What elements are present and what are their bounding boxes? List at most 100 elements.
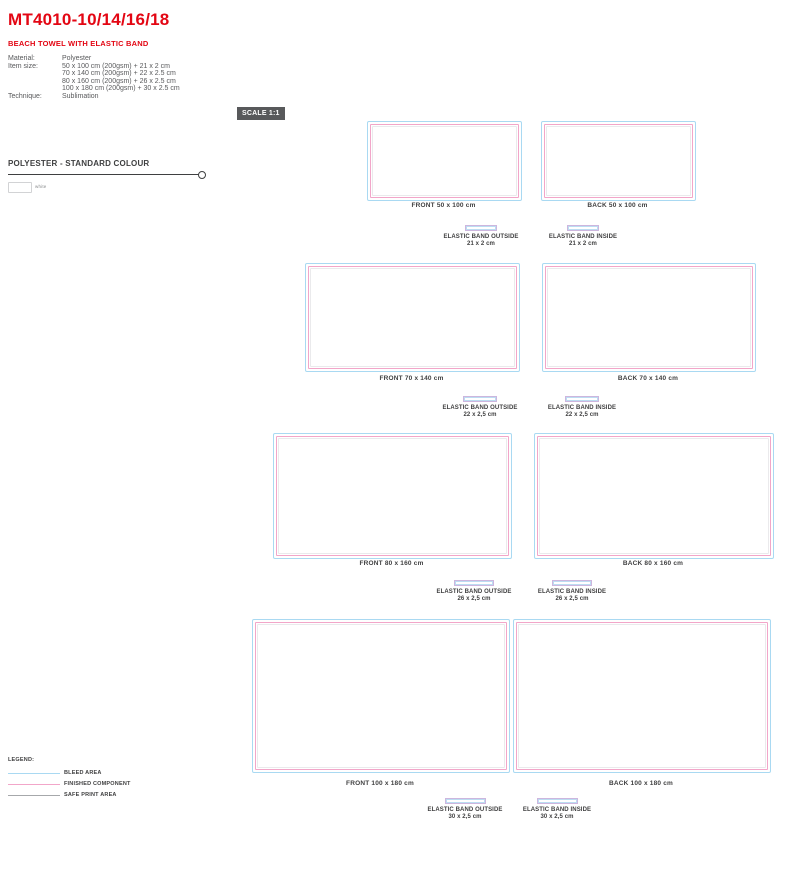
- elastic-band-size: 22 x 2,5 cm: [463, 412, 497, 418]
- elastic-band-outside-group: ELASTIC BAND OUTSIDE 26 x 2,5 cm: [414, 580, 534, 603]
- finished-component-outline: [516, 622, 768, 770]
- elastic-band-size: 26 x 2,5 cm: [555, 596, 589, 602]
- towel-panel-label: FRONT 50 x 100 cm: [411, 202, 476, 209]
- spec-value: 100 x 180 cm (200gsm) + 30 x 2.5 cm: [62, 85, 180, 92]
- spec-row-technique: Technique: Sublimation: [8, 93, 258, 101]
- towel-panel-label: BACK 50 x 100 cm: [587, 202, 648, 209]
- finished-component-outline: [308, 266, 517, 369]
- elastic-band-swatch: [552, 580, 592, 586]
- towel-panel-label: BACK 100 x 180 cm: [608, 780, 674, 787]
- towel-panel-front-100x180: [252, 619, 510, 773]
- elastic-band-swatch-inner: [537, 799, 577, 803]
- rule-end-circle-icon: [198, 170, 206, 179]
- elastic-band-swatch-inner: [445, 799, 485, 803]
- elastic-band-swatch: [454, 580, 494, 586]
- elastic-band-swatch: [465, 225, 497, 231]
- towel-panel-back-80x160: [534, 433, 774, 559]
- elastic-band-inside-group: ELASTIC BAND INSIDE 22 x 2,5 cm: [522, 396, 642, 419]
- legend-title: LEGEND:: [8, 757, 35, 763]
- finished-component-outline: [544, 124, 693, 198]
- elastic-band-inside-group: ELASTIC BAND INSIDE 21 x 2 cm: [523, 225, 643, 248]
- page-title: MT4010-10/14/16/18: [8, 10, 170, 29]
- elastic-band-outside-group: ELASTIC BAND OUTSIDE 21 x 2 cm: [421, 225, 541, 248]
- safe-print-outline: [310, 268, 515, 367]
- elastic-band-swatch: [567, 225, 599, 231]
- legend-label: FINISHED COMPONENT: [64, 781, 131, 787]
- spec-value: 80 x 160 cm (200gsm) + 26 x 2.5 cm: [62, 77, 176, 85]
- elastic-band-size: 30 x 2,5 cm: [448, 814, 482, 820]
- towel-panel-front-50x100: [367, 121, 522, 201]
- elastic-band-swatch-inner: [553, 581, 591, 585]
- elastic-band-title: ELASTIC BAND OUTSIDE: [442, 405, 518, 411]
- finished-component-outline: [276, 436, 509, 556]
- safe-print-outline: [372, 126, 517, 196]
- elastic-band-swatch: [565, 396, 599, 402]
- elastic-band-title: ELASTIC BAND OUTSIDE: [436, 589, 512, 595]
- elastic-band-size: 26 x 2,5 cm: [457, 596, 491, 602]
- legend-safe-line: [8, 795, 60, 796]
- towel-panel-back-70x140: [542, 263, 756, 372]
- elastic-band-inside-group: ELASTIC BAND INSIDE 30 x 2,5 cm: [497, 798, 617, 821]
- towel-panel-label: FRONT 100 x 180 cm: [346, 780, 414, 787]
- towel-panel-front-70x140: [305, 263, 520, 372]
- spec-label: Item size:: [8, 62, 38, 70]
- towel-panel-label: FRONT 80 x 160 cm: [359, 560, 424, 567]
- elastic-band-swatch-inner: [455, 581, 493, 585]
- spec-value: Sublimation: [62, 92, 99, 100]
- elastic-band-swatch: [444, 798, 486, 804]
- spec-value: Polyester: [62, 55, 92, 62]
- elastic-band-inside-group: ELASTIC BAND INSIDE 26 x 2,5 cm: [512, 580, 632, 603]
- spec-value: 50 x 100 cm (200gsm) + 21 x 2 cm: [62, 62, 170, 70]
- towel-panel-back-100x180: [513, 619, 771, 773]
- elastic-band-outside-group: ELASTIC BAND OUTSIDE 22 x 2,5 cm: [420, 396, 540, 419]
- elastic-band-size: 21 x 2 cm: [569, 241, 597, 247]
- elastic-band-title: ELASTIC BAND INSIDE: [548, 234, 618, 240]
- spec-value: 70 x 140 cm (200gsm) + 22 x 2.5 cm: [62, 70, 176, 77]
- safe-print-outline: [546, 126, 691, 196]
- towel-panel-front-80x160: [273, 433, 512, 559]
- elastic-band-swatch: [463, 396, 497, 402]
- finished-component-outline: [370, 124, 519, 198]
- elastic-band-outside-group: ELASTIC BAND OUTSIDE 30 x 2,5 cm: [405, 798, 525, 821]
- elastic-band-size: 30 x 2,5 cm: [540, 814, 574, 820]
- legend-bleed-line: [8, 773, 60, 774]
- page-subtitle: BEACH TOWEL WITH ELASTIC BAND: [8, 39, 149, 48]
- elastic-band-title: ELASTIC BAND INSIDE: [522, 807, 592, 813]
- elastic-band-title: ELASTIC BAND INSIDE: [547, 405, 617, 411]
- scale-badge: SCALE 1:1: [237, 107, 285, 120]
- legend-finished-line: [8, 784, 60, 785]
- elastic-band-size: 22 x 2,5 cm: [565, 412, 599, 418]
- safe-print-outline: [278, 438, 507, 554]
- colour-swatch-label: white: [35, 184, 47, 189]
- finished-component-outline: [255, 622, 507, 770]
- spec-row-item-size: Item size: 50 x 100 cm (200gsm) + 21 x 2…: [8, 63, 258, 93]
- colour-section-heading: POLYESTER - STANDARD COLOUR: [8, 159, 150, 168]
- product-specs: Material: Polyester Item size: 50 x 100 …: [8, 55, 258, 100]
- legend-label: BLEED AREA: [64, 770, 102, 776]
- finished-component-outline: [545, 266, 753, 369]
- safe-print-outline: [257, 624, 505, 768]
- legend-label: SAFE PRINT AREA: [64, 792, 117, 798]
- elastic-band-title: ELASTIC BAND OUTSIDE: [427, 807, 503, 813]
- towel-panel-back-50x100: [541, 121, 696, 201]
- spec-row-material: Material: Polyester: [8, 55, 258, 63]
- safe-print-outline: [547, 268, 751, 367]
- elastic-band-size: 21 x 2 cm: [467, 241, 495, 247]
- safe-print-outline: [539, 438, 769, 554]
- elastic-band-swatch-inner: [464, 397, 496, 401]
- colour-swatch: [8, 182, 32, 193]
- spec-label: Material:: [8, 55, 35, 62]
- towel-panel-label: BACK 80 x 160 cm: [622, 560, 684, 567]
- safe-print-outline: [518, 624, 766, 768]
- elastic-band-swatch-inner: [568, 226, 598, 230]
- finished-component-outline: [537, 436, 771, 556]
- colour-section-rule: [8, 174, 201, 175]
- towel-panel-label: FRONT 70 x 140 cm: [379, 375, 444, 382]
- towel-panel-label: BACK 70 x 140 cm: [617, 375, 679, 382]
- spec-label: Technique:: [8, 92, 42, 100]
- elastic-band-title: ELASTIC BAND INSIDE: [537, 589, 607, 595]
- elastic-band-swatch: [536, 798, 578, 804]
- elastic-band-swatch-inner: [566, 397, 598, 401]
- elastic-band-swatch-inner: [466, 226, 496, 230]
